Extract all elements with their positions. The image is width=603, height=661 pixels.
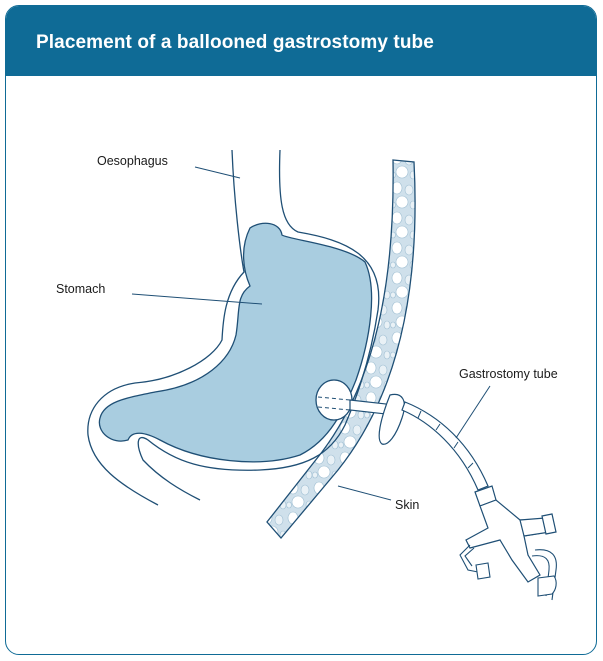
right-plug bbox=[538, 576, 556, 596]
label-oesophagus: Oesophagus bbox=[97, 154, 168, 168]
skin-leader bbox=[338, 486, 391, 500]
stomach-lumen bbox=[99, 223, 371, 462]
external-bolster bbox=[379, 394, 404, 444]
label-skin: Skin bbox=[395, 498, 419, 512]
external-tube bbox=[402, 402, 488, 490]
left-plug-tether bbox=[460, 545, 478, 572]
gastrostomy-tube-leader bbox=[456, 386, 490, 438]
label-stomach: Stomach bbox=[56, 282, 105, 296]
left-plug bbox=[476, 563, 490, 579]
label-gastrostomy-tube: Gastrostomy tube bbox=[459, 367, 558, 381]
